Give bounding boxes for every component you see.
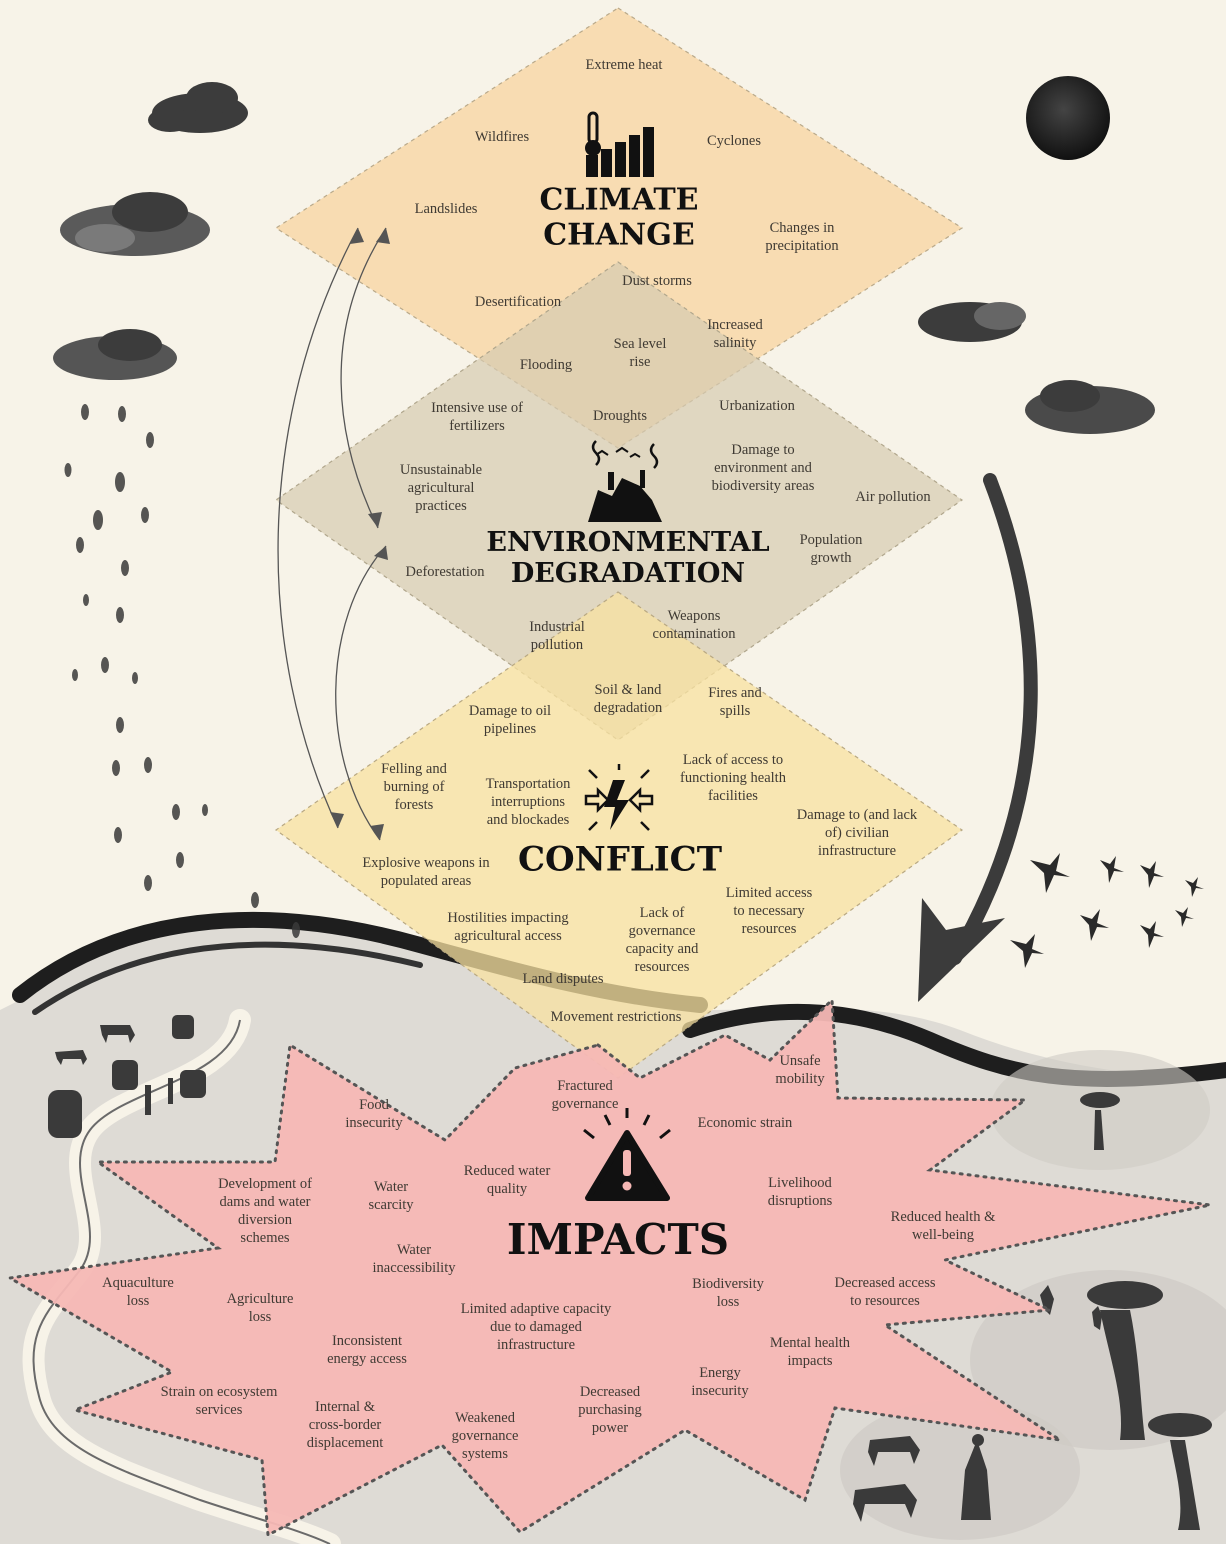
feedback-arrows xyxy=(277,227,387,841)
label-water-inaccessibility: Water inaccessibility xyxy=(372,1241,456,1276)
label-agriculture-loss: Agriculture loss xyxy=(226,1290,294,1325)
impacts-title: IMPACTS xyxy=(506,1214,730,1264)
label-transportation-interruptions: Transportation interruptions and blockad… xyxy=(485,775,571,829)
label-movement-restrictions: Movement restrictions xyxy=(550,1008,682,1025)
label-lack-of-governance: Lack of governance capacity and resource… xyxy=(625,904,699,976)
label-economic-strain: Economic strain xyxy=(697,1114,793,1131)
label-reduced-health: Reduced health & well-being xyxy=(890,1208,996,1243)
big-arrow-to-impacts xyxy=(918,473,1038,1002)
label-dams-water-diversion: Development of dams and water diversion … xyxy=(218,1175,312,1247)
label-wildfires: Wildfires xyxy=(474,128,530,145)
label-cyclones: Cyclones xyxy=(707,132,761,149)
label-strain-on-ecosystem: Strain on ecosystem services xyxy=(160,1383,278,1418)
label-explosive-weapons: Explosive weapons in populated areas xyxy=(362,854,490,889)
rain-drops xyxy=(64,404,300,938)
label-landslides: Landslides xyxy=(414,200,478,217)
label-droughts: Droughts xyxy=(593,407,647,424)
cloud-icon xyxy=(53,329,177,380)
label-soil-land-degradation: Soil & land degradation xyxy=(593,681,663,716)
feedback-arrowheads xyxy=(330,228,390,840)
label-air-pollution: Air pollution xyxy=(855,488,931,505)
label-sea-level-rise: Sea level rise xyxy=(613,335,667,370)
label-flooding: Flooding xyxy=(519,356,573,373)
label-energy-insecurity: Energy insecurity xyxy=(691,1364,749,1399)
label-limited-access-resources: Limited access to necessary resources xyxy=(725,884,813,938)
birds-flock xyxy=(1010,853,1204,968)
climate-change-title: CLIMATE CHANGE xyxy=(539,182,699,252)
label-damage-to-environment: Damage to environment and biodiversity a… xyxy=(711,441,815,495)
label-reduced-water-quality: Reduced water quality xyxy=(463,1162,551,1197)
label-food-insecurity: Food insecurity xyxy=(345,1096,403,1131)
label-urbanization: Urbanization xyxy=(719,397,795,414)
label-limited-adaptive-capacity: Limited adaptive capacity due to damaged… xyxy=(460,1300,612,1354)
conflict-title: CONFLICT xyxy=(517,839,723,880)
storm-clouds xyxy=(53,82,1155,434)
label-lack-of-health-facilities: Lack of access to functioning health fac… xyxy=(680,751,786,805)
label-water-scarcity: Water scarcity xyxy=(368,1178,414,1213)
label-biodiversity-loss: Biodiversity loss xyxy=(692,1275,764,1310)
thermometer-bar-chart-icon xyxy=(585,111,654,177)
label-livelihood-disruptions: Livelihood disruptions xyxy=(767,1174,833,1209)
label-decreased-purchasing-power: Decreased purchasing power xyxy=(578,1383,642,1437)
label-land-disputes: Land disputes xyxy=(522,970,604,987)
label-increased-salinity: Increased salinity xyxy=(707,316,763,351)
cloud-icon xyxy=(1025,380,1155,434)
sun-icon xyxy=(1026,76,1110,160)
conflict-clash-icon xyxy=(584,764,654,831)
cloud-icon xyxy=(60,192,210,256)
label-damage-to-civilian-infrastructure: Damage to (and lack of) civilian infrast… xyxy=(796,806,918,860)
label-weapons-contamination: Weapons contamination xyxy=(652,607,736,642)
label-internal-displacement: Internal & cross-border displacement xyxy=(306,1398,384,1452)
label-industrial-pollution: Industrial pollution xyxy=(529,618,585,653)
label-decreased-access-resources: Decreased access to resources xyxy=(834,1274,936,1309)
label-inconsistent-energy-access: Inconsistent energy access xyxy=(327,1332,407,1367)
label-hostilities-agricultural-access: Hostilities impacting agricultural acces… xyxy=(447,909,569,944)
label-damage-to-oil-pipelines: Damage to oil pipelines xyxy=(468,702,552,737)
label-unsustainable-agriculture: Unsustainable agricultural practices xyxy=(399,461,483,515)
polluted-landscape-icon xyxy=(588,440,662,522)
label-fires-and-spills: Fires and spills xyxy=(708,684,762,719)
label-changes-in-precipitation: Changes in precipitation xyxy=(765,219,839,254)
impacts-burst xyxy=(5,996,1211,1538)
label-deforestation: Deforestation xyxy=(405,563,485,580)
cloud-icon xyxy=(918,302,1026,342)
environmental-degradation-title: ENVIRONMENTAL DEGRADATION xyxy=(486,526,770,589)
label-unsafe-mobility: Unsafe mobility xyxy=(775,1052,825,1087)
label-felling-and-burning: Felling and burning of forests xyxy=(381,760,447,814)
label-intensive-fertilizers: Intensive use of fertilizers xyxy=(431,399,523,434)
village-scene xyxy=(48,1015,1212,1530)
label-fractured-governance: Fractured governance xyxy=(551,1077,619,1112)
label-mental-health-impacts: Mental health impacts xyxy=(769,1334,851,1369)
warning-triangle-icon xyxy=(583,1108,671,1201)
label-aquaculture-loss: Aquaculture loss xyxy=(102,1274,174,1309)
label-dust-storms: Dust storms xyxy=(622,272,692,289)
label-population-growth: Population growth xyxy=(799,531,863,566)
cloud-icon xyxy=(148,82,248,133)
label-weakened-governance: Weakened governance systems xyxy=(451,1409,519,1463)
label-desertification: Desertification xyxy=(474,293,562,310)
label-extreme-heat: Extreme heat xyxy=(585,56,663,73)
